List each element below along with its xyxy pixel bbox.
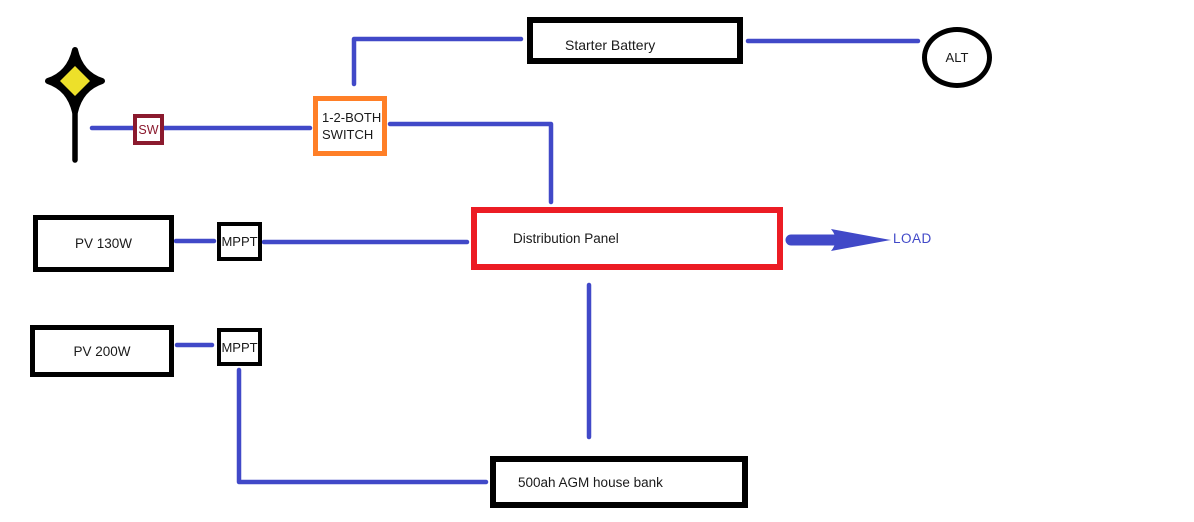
house-bank-box: 500ah AGM house bank bbox=[490, 456, 748, 508]
alternator-circle: ALT bbox=[922, 27, 992, 88]
house-bank-label: 500ah AGM house bank bbox=[518, 474, 663, 490]
inline-switch-box: SW bbox=[133, 114, 164, 145]
starter-battery-box: Starter Battery bbox=[527, 17, 743, 64]
load-arrow-icon bbox=[785, 229, 891, 251]
distribution-panel-label: Distribution Panel bbox=[513, 231, 619, 246]
mppt-controller-2-box: MPPT bbox=[217, 328, 262, 366]
battery-selector-switch-box: 1-2-BOTH SWITCH bbox=[313, 96, 387, 156]
pv-130w-label: PV 130W bbox=[74, 236, 133, 251]
inline-switch-label: SW bbox=[138, 122, 159, 137]
mppt-controller-1-label: MPPT bbox=[221, 234, 258, 249]
star-outline bbox=[45, 47, 105, 115]
battery-selector-switch-label-line1: 1-2-BOTH bbox=[322, 110, 382, 125]
distribution-panel-box: Distribution Panel bbox=[471, 207, 783, 270]
load-arrow-head bbox=[831, 229, 891, 251]
wire-mppt2-to-house-bank bbox=[236, 367, 489, 485]
mppt-controller-1-box: MPPT bbox=[217, 222, 262, 261]
alternator-label: ALT bbox=[945, 50, 969, 65]
load-label: LOAD bbox=[893, 231, 932, 246]
wire-switch-to-starter-battery bbox=[351, 36, 524, 87]
pv-200w-box: PV 200W bbox=[30, 325, 174, 377]
pv-200w-label: PV 200W bbox=[73, 343, 131, 359]
star-center-diamond bbox=[60, 66, 90, 96]
battery-selector-switch-label-line2: SWITCH bbox=[322, 127, 374, 142]
wire-switch-to-distribution-panel bbox=[387, 121, 554, 205]
wind-generator-star-icon bbox=[45, 47, 105, 163]
starter-battery-label: Starter Battery bbox=[565, 37, 656, 53]
mppt-controller-2-label: MPPT bbox=[221, 339, 258, 355]
pv-130w-box: PV 130W bbox=[33, 215, 174, 272]
